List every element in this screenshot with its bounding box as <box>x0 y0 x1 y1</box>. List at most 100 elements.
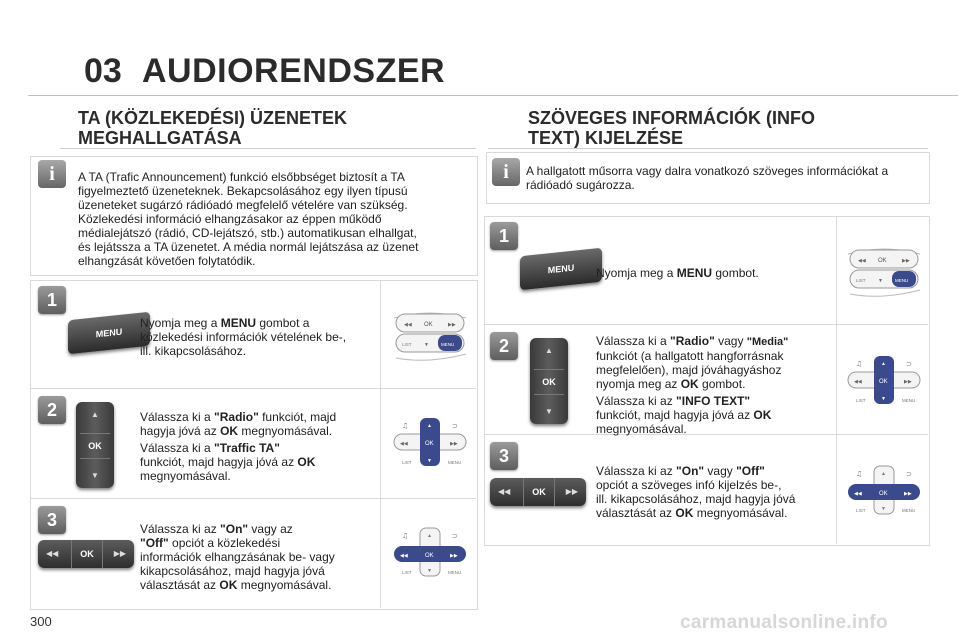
watermark: carmanualsonline.info <box>680 612 888 633</box>
ok-label: OK <box>71 540 103 568</box>
step-3-badge: 3 <box>490 442 518 470</box>
svg-text:⊃: ⊃ <box>906 470 912 478</box>
svg-text:MENU: MENU <box>448 570 461 575</box>
svg-text:▶▶: ▶▶ <box>450 441 458 447</box>
svg-text:MENU: MENU <box>902 398 915 403</box>
left-title-line-2: MEGHALLGATÁSA <box>78 128 242 148</box>
svg-text:⊃: ⊃ <box>452 422 458 430</box>
step-line: Válassza ki a "Radio" vagy "Media" <box>596 334 789 348</box>
control-panel-ok-vertical-highlight: ♫ ⊃ ◀◀ OK ▶▶ ▲ ▼ LIST MENU <box>388 414 472 474</box>
right-info-line: rádióadó sugározza. <box>526 178 635 192</box>
step-2-badge: 2 <box>38 396 66 424</box>
ok-vertical-pad-illustration: ▲ OK ▼ <box>530 338 568 424</box>
svg-text:▶▶: ▶▶ <box>902 258 910 264</box>
step-line: opciót a szöveges infó kijelzés be-, <box>596 478 782 492</box>
step-line: közlekedési információk vételének be-, <box>140 330 347 344</box>
svg-text:OK: OK <box>879 491 888 497</box>
next-icon: ▶▶ <box>113 549 126 558</box>
step-line: Válassza ki a "Traffic TA" <box>140 441 280 455</box>
left-step-1-text: Nyomja meg a MENU gombot a közlekedési i… <box>140 316 376 358</box>
right-title-line-1: SZÖVEGES INFORMÁCIÓK (INFO <box>528 108 816 128</box>
svg-text:LIST: LIST <box>402 342 412 347</box>
down-arrow-icon: ▼ <box>545 407 553 416</box>
svg-text:▲: ▲ <box>427 533 432 539</box>
svg-text:▲: ▲ <box>427 423 432 429</box>
svg-text:◀◀: ◀◀ <box>404 322 412 328</box>
ok-label: OK <box>534 369 564 395</box>
svg-text:▼: ▼ <box>881 396 886 402</box>
previous-icon: ◀◀ <box>498 487 511 496</box>
page-number: 300 <box>30 614 52 629</box>
svg-text:◀◀: ◀◀ <box>400 441 408 447</box>
svg-text:◀◀: ◀◀ <box>400 553 408 559</box>
right-info-text: A hallgatott műsorra vagy dalra vonatkoz… <box>526 164 922 192</box>
left-title-line-1: TA (KÖZLEKEDÉSI) ÜZENETEK <box>78 108 347 128</box>
step-3-badge: 3 <box>38 506 66 534</box>
step-1-badge: 1 <box>490 222 518 250</box>
step-line: Válassza ki az "INFO TEXT" <box>596 394 751 408</box>
svg-text:◀◀: ◀◀ <box>854 491 862 497</box>
svg-text:▼: ▼ <box>881 506 886 512</box>
left-info-text: A TA (Trafic Announcement) funkció elsőb… <box>78 170 468 268</box>
control-panel-menu-highlight: ◀◀ OK ▶▶ LIST ▼ MENU <box>388 304 472 364</box>
svg-text:OK: OK <box>425 553 434 559</box>
left-step-3-text: Válassza ki az "On" vagy az "Off" opciót… <box>140 522 376 592</box>
info-icon: i <box>492 158 520 186</box>
right-info-box <box>486 152 930 204</box>
left-section-title: TA (KÖZLEKEDÉSI) ÜZENETEK MEGHALLGATÁSA <box>78 108 347 148</box>
svg-text:OK: OK <box>425 441 434 447</box>
svg-text:▲: ▲ <box>881 361 886 367</box>
step-line: megnyomásával. <box>140 469 231 483</box>
svg-text:◀◀: ◀◀ <box>858 258 866 264</box>
svg-text:MENU: MENU <box>448 460 461 465</box>
up-arrow-icon: ▲ <box>545 346 553 355</box>
left-title-underline <box>60 148 476 149</box>
ok-label: OK <box>523 478 555 506</box>
previous-icon: ◀◀ <box>46 549 59 558</box>
svg-text:LIST: LIST <box>856 508 866 513</box>
left-step-divider <box>30 388 476 389</box>
step-1-badge: 1 <box>38 286 66 314</box>
up-arrow-icon: ▲ <box>91 410 99 419</box>
right-step-divider <box>484 324 928 325</box>
svg-text:LIST: LIST <box>856 398 866 403</box>
ok-vertical-pad-illustration: ▲ OK ▼ <box>76 402 114 488</box>
left-info-line: üzeneteket sugárzó rádióadó megfelelő vé… <box>78 198 408 212</box>
step-line: Nyomja meg a MENU gombot. <box>596 266 759 280</box>
step-2-badge: 2 <box>490 332 518 360</box>
step-line: információk elhangzásának be- vagy <box>140 550 335 564</box>
left-info-line: médialejátszó (rádió, CD-lejátszó, stb.)… <box>78 226 417 240</box>
step-line: Válassza ki az "On" vagy "Off" <box>596 464 765 478</box>
svg-text:MENU: MENU <box>902 508 915 513</box>
down-arrow-icon: ▼ <box>91 471 99 480</box>
left-info-box <box>30 156 478 276</box>
info-icon: i <box>38 160 66 188</box>
svg-text:▼: ▼ <box>427 568 432 574</box>
right-step-1-text: Nyomja meg a MENU gombot. <box>596 266 832 280</box>
control-panel-ok-vertical-highlight: ♫ ⊃ ◀◀ OK ▶▶ ▲ ▼ LIST MENU <box>842 352 926 412</box>
right-step-2-text: Válassza ki a "Radio" vagy "Media" funkc… <box>596 334 832 436</box>
right-step-3-text: Válassza ki az "On" vagy "Off" opciót a … <box>596 464 832 520</box>
svg-text:⊃: ⊃ <box>452 532 458 540</box>
svg-text:LIST: LIST <box>402 570 412 575</box>
step-line: választását az OK megnyomásával. <box>140 578 332 592</box>
svg-text:▼: ▼ <box>424 342 429 348</box>
step-line: nyomja meg az OK gombot. <box>596 377 746 391</box>
right-step-divider <box>484 434 928 435</box>
ok-label: OK <box>80 433 110 459</box>
left-step-divider <box>30 498 476 499</box>
svg-text:LIST: LIST <box>402 460 412 465</box>
header-divider <box>28 95 958 96</box>
step-line: funkciót, majd hagyja jóvá az OK <box>140 455 316 469</box>
left-info-line: figyelmeztető üzeneteknek. Bekapcsolásáh… <box>78 184 408 198</box>
step-line: megnyomásával. <box>596 422 687 436</box>
control-panel-ok-horizontal-highlight: ♫ ⊃ ◀◀ OK ▶▶ ▲ ▼ LIST MENU <box>842 462 926 522</box>
ok-horizontal-pad-illustration: ◀◀ OK ▶▶ <box>38 540 134 568</box>
next-icon: ▶▶ <box>565 487 578 496</box>
svg-text:♫: ♫ <box>402 422 408 430</box>
svg-text:▶▶: ▶▶ <box>448 322 456 328</box>
svg-text:OK: OK <box>424 322 433 328</box>
svg-text:OK: OK <box>879 379 888 385</box>
right-section-title: SZÖVEGES INFORMÁCIÓK (INFO TEXT) KIJELZÉ… <box>528 108 815 148</box>
svg-text:♫: ♫ <box>856 470 862 478</box>
